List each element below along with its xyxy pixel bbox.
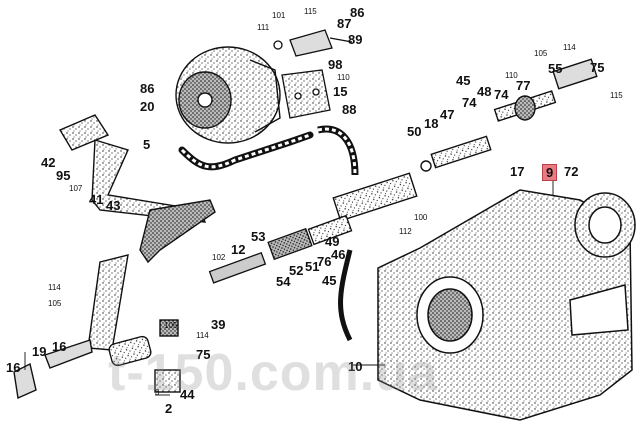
label-98: 98 (328, 57, 343, 72)
brake-hose-88 (317, 125, 359, 176)
label-105-left: 105 (48, 299, 62, 308)
label-47: 47 (440, 107, 455, 122)
label-17: 17 (510, 164, 525, 179)
label-55: 55 (548, 61, 563, 76)
label-102: 102 (212, 253, 226, 262)
label-86-chamber: 86 (140, 81, 155, 96)
label-39: 39 (211, 317, 226, 332)
label-41: 41 (89, 192, 104, 207)
label-49: 49 (325, 234, 340, 249)
transmission-housing (377, 189, 636, 421)
label-52: 52 (289, 263, 304, 278)
label-43: 43 (106, 198, 121, 213)
label-74-b: 74 (462, 95, 477, 110)
label-46: 46 (331, 247, 346, 262)
bracket-block (281, 69, 331, 119)
master-cylinder-rod (332, 135, 492, 222)
label-75-mid: 75 (196, 347, 211, 362)
lower-lever-assembly (13, 254, 181, 400)
label-20: 20 (140, 99, 155, 114)
label-51: 51 (305, 259, 320, 274)
label-2: 2 (165, 401, 173, 416)
label-44: 44 (180, 387, 195, 402)
label-15: 15 (333, 84, 348, 99)
label-86-top: 86 (350, 5, 365, 20)
label-88: 88 (342, 102, 357, 117)
label-10: 10 (348, 359, 363, 374)
label-89: 89 (348, 32, 363, 47)
label-115-right: 115 (610, 91, 623, 100)
label-53: 53 (251, 229, 266, 244)
label-114-left: 114 (48, 283, 61, 292)
label-95: 95 (56, 168, 71, 183)
label-48: 48 (477, 84, 492, 99)
label-50: 50 (407, 124, 422, 139)
label-107: 107 (69, 184, 83, 193)
brake-cable-45 (338, 249, 353, 342)
label-45-top: 45 (456, 73, 471, 88)
linkage-rod-assembly (208, 214, 353, 284)
label-114-mid: 114 (196, 331, 209, 340)
label-87: 87 (337, 16, 352, 31)
label-45-lower: 45 (322, 273, 337, 288)
label-110-top: 110 (337, 73, 350, 82)
label-100: 100 (414, 213, 428, 222)
label-75-right: 75 (590, 60, 605, 75)
label-54: 54 (276, 274, 291, 289)
label-76: 76 (317, 254, 332, 269)
label-16-left: 16 (52, 339, 67, 354)
label-105-mid: 105 (164, 321, 178, 330)
label-110-right: 110 (505, 71, 518, 80)
label-12: 12 (231, 242, 246, 257)
watermark-text: t-150.com.ua (108, 344, 438, 402)
label-111: 111 (257, 23, 270, 32)
label-18: 18 (424, 116, 439, 131)
label-114-right: 114 (563, 43, 576, 52)
label-74-a: 74 (494, 87, 509, 102)
label-112: 112 (399, 227, 412, 236)
label-19: 19 (32, 344, 47, 359)
label-42: 42 (41, 155, 56, 170)
label-3: 3 (155, 388, 160, 397)
brake-chamber (175, 46, 281, 144)
label-101: 101 (272, 11, 286, 20)
brake-pedal (58, 114, 216, 264)
label-105-right: 105 (534, 49, 548, 58)
label-72: 72 (564, 164, 579, 179)
label-9-highlighted: 9 (542, 164, 558, 181)
label-115: 115 (304, 7, 317, 16)
label-77: 77 (516, 78, 531, 93)
label-16-bottom: 16 (6, 360, 21, 375)
upper-right-linkage (493, 58, 598, 122)
top-fork-assembly (273, 29, 353, 57)
label-5: 5 (143, 137, 151, 152)
